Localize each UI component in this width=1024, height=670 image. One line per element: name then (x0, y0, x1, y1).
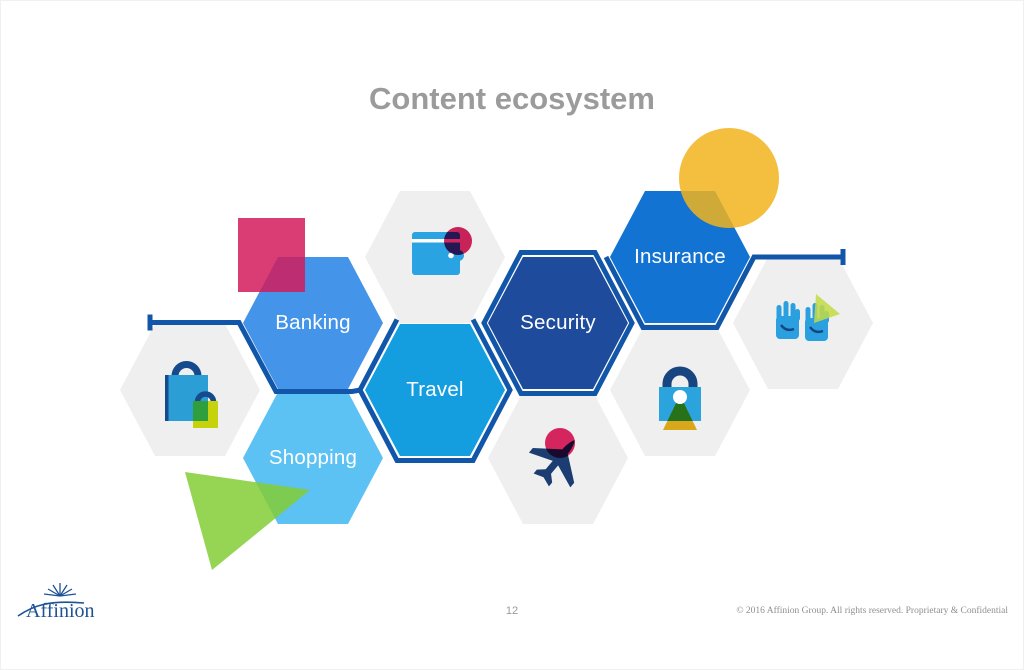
raised-hands-icon (776, 301, 829, 341)
hexagon-security: Security (488, 257, 628, 389)
hexagon-shopping-label: Shopping (268, 446, 358, 469)
connector-line (147, 249, 846, 463)
hexagon-shopping: Shopping (243, 392, 383, 524)
wallet-icon (412, 227, 472, 275)
shopping-bags-icon (165, 361, 218, 428)
hexagon-shopping-bags (120, 324, 260, 456)
logo-starburst-icon (43, 583, 77, 597)
affinion-logo: Affinion (17, 583, 95, 622)
logo-wordmark: Affinion (26, 600, 95, 622)
hexagon-banking: Banking (243, 257, 383, 389)
hexagon-raised-hands (733, 257, 873, 389)
hexagon-padlock (610, 324, 750, 456)
hexagon-insurance: Insurance (610, 191, 750, 323)
hexagon-travel: Travel (365, 324, 505, 456)
logo-swoosh (17, 601, 85, 617)
page-number: 12 (505, 605, 519, 617)
hexagon-security-label: Security (520, 311, 596, 334)
footer-copyright: © 2016 Affinion Group. All rights reserv… (736, 606, 1008, 616)
airplane-icon (528, 428, 575, 488)
hexagon-banking-label: Banking (275, 311, 351, 334)
hexagon-insurance-label: Insurance (634, 245, 726, 268)
hexagon-wallet (365, 191, 505, 323)
hexagon-travel-label: Travel (406, 378, 464, 401)
padlock-icon (659, 366, 701, 430)
hexagon-airplane (488, 392, 628, 524)
slide-title: Content ecosystem (369, 81, 655, 116)
